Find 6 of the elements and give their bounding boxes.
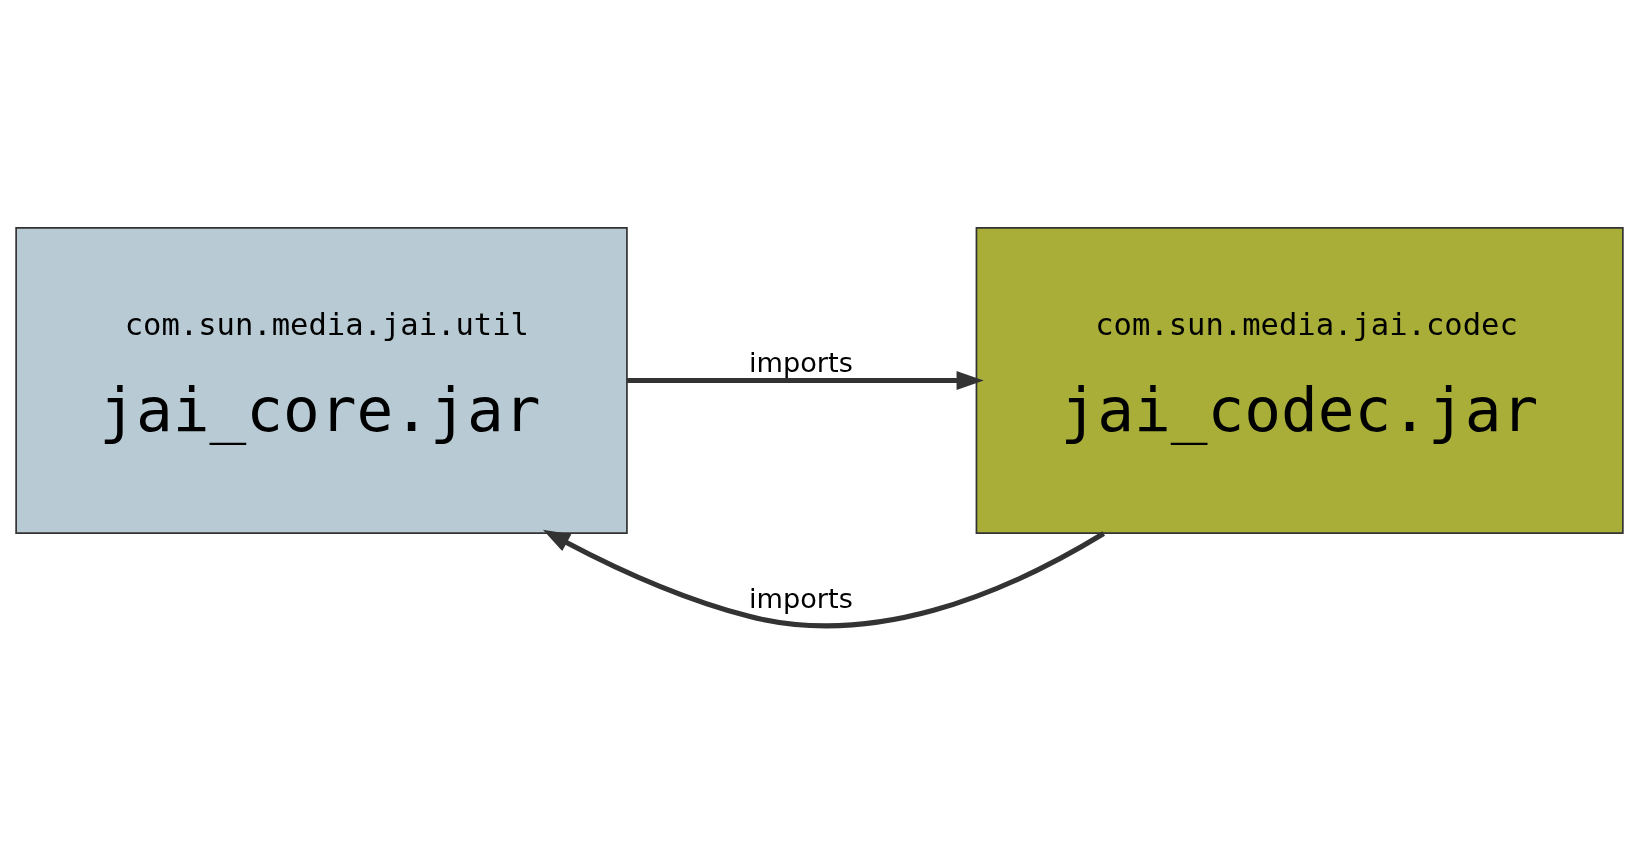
arrow <box>626 370 984 390</box>
edge-label: imports <box>749 582 853 613</box>
node-box: com.sun.media.jai.util jai_core.jar <box>15 226 628 534</box>
edge-label: imports <box>749 346 853 378</box>
arrow <box>542 529 1105 628</box>
node-box: com.sun.media.jai.codec jai_codec.jar <box>975 226 1624 534</box>
